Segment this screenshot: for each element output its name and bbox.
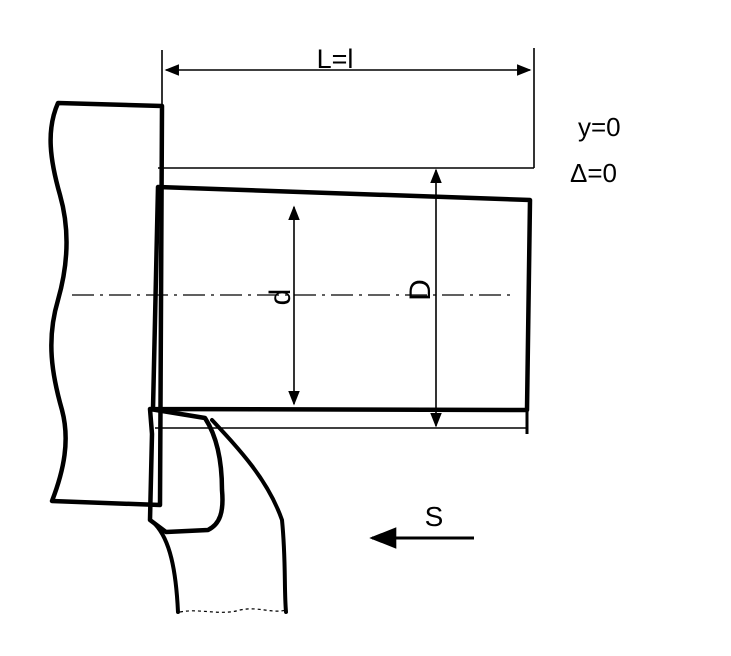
- inner-diameter-label: d: [264, 289, 297, 306]
- tool-break-line: [179, 608, 287, 613]
- chuck-body: [48, 100, 165, 508]
- feed-label: S: [425, 501, 444, 532]
- outer-diameter-label: D: [404, 279, 437, 301]
- workpiece-outline: [150, 184, 533, 413]
- y-equals-label: y=0: [578, 112, 621, 142]
- cutting-tool-shank: [153, 418, 288, 614]
- length-label: L=l: [317, 44, 354, 74]
- cutting-tool: [147, 406, 225, 535]
- delta-equals-label: Δ=0: [570, 158, 617, 188]
